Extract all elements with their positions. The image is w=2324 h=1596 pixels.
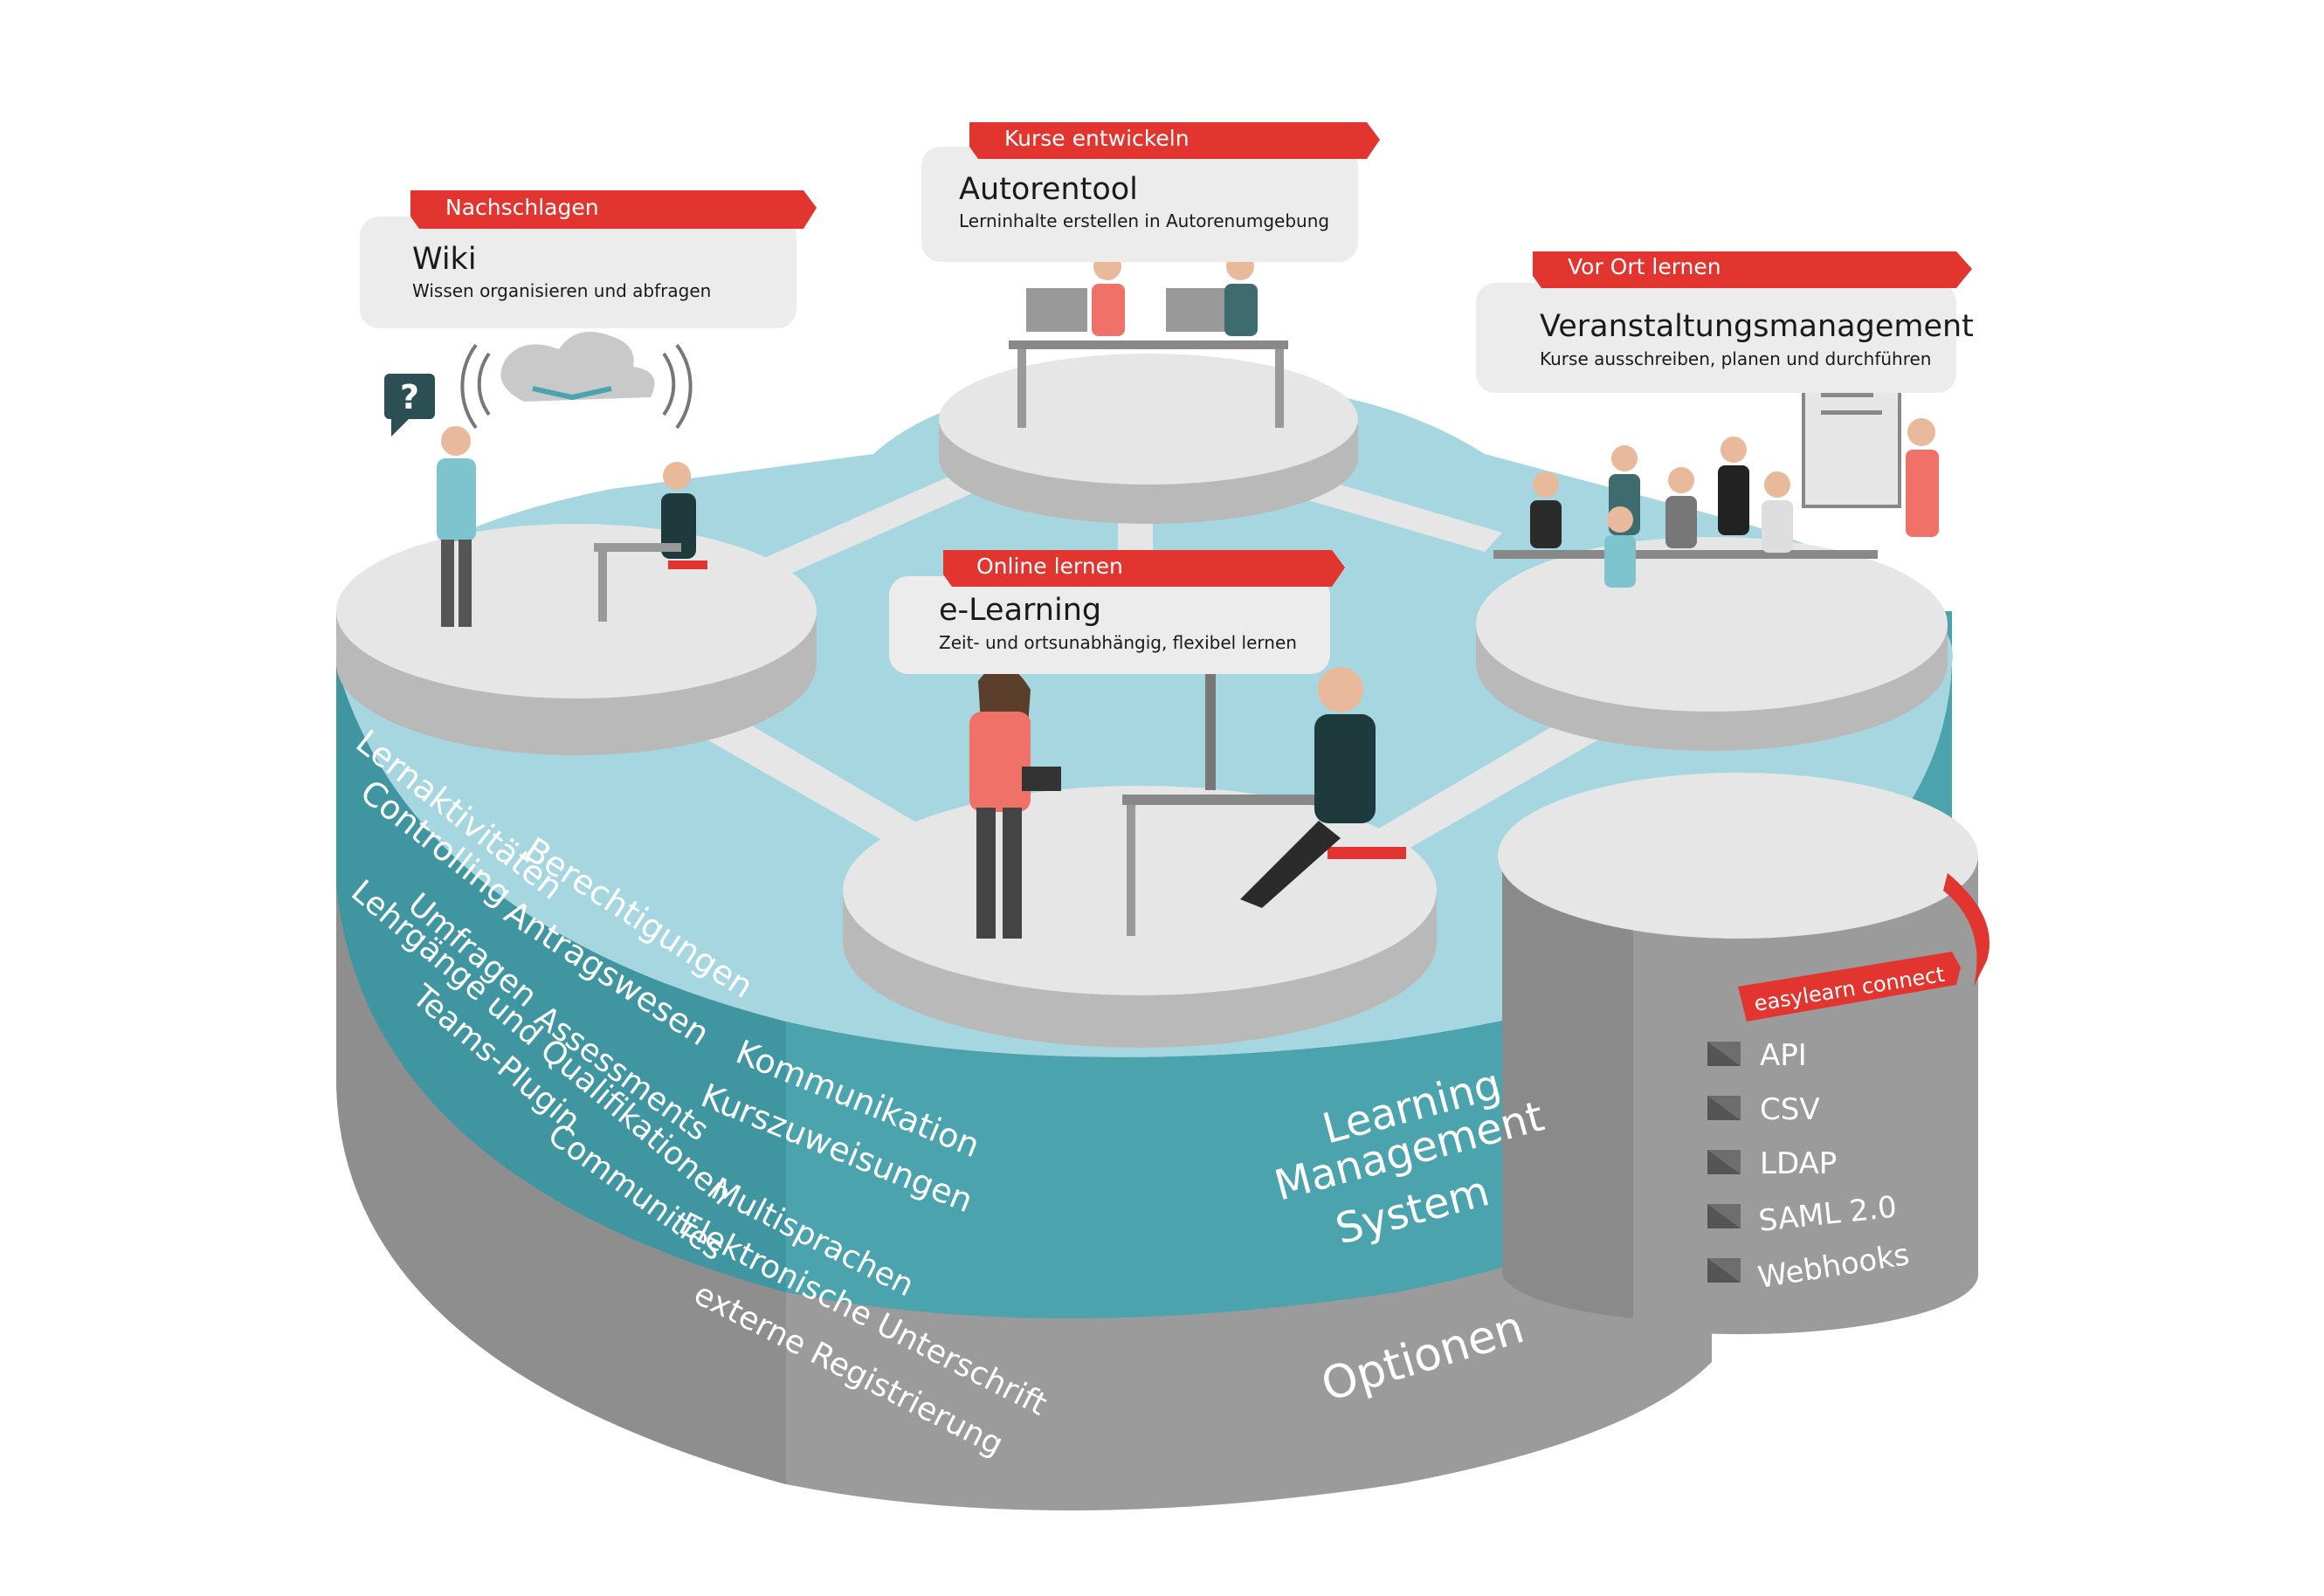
module-card-authoring: Kurse entwickeln Autorentool Lerninhalte… [921, 122, 1380, 262]
module-card-elearning: Online lernen e-Learning Zeit- und ortsu… [889, 550, 1345, 674]
module-card-events: Vor Ort lernen Veranstaltungsmanagement … [1476, 251, 1974, 393]
tag-kurse-entwickeln: Kurse entwickeln [1004, 126, 1190, 151]
authoring-desk-icon [1009, 252, 1288, 428]
events-title: Veranstaltungsmanagement [1540, 309, 1974, 344]
tag-nachschlagen: Nachschlagen [445, 195, 599, 220]
events-subtitle: Kurse ausschreiben, planen und durchführ… [1540, 348, 1932, 369]
wiki-subtitle: Wissen organisieren und abfragen [412, 280, 711, 301]
connect-item-label: API [1760, 1038, 1807, 1073]
connect-item-ldap: LDAP [1707, 1146, 1837, 1181]
elearning-subtitle: Zeit- und ortsunabhängig, flexibel lerne… [939, 632, 1297, 653]
connect-item-api: API [1707, 1038, 1807, 1073]
elearning-people-icon [969, 665, 1406, 939]
platform-authoring [939, 354, 1358, 524]
cloud-book-icon [460, 332, 693, 430]
lms-band-left [336, 664, 786, 1292]
person-phone-icon [437, 426, 476, 627]
connect-item-label: CSV [1760, 1092, 1820, 1127]
authoring-subtitle: Lerninhalte erstellen in Autorenumgebung [959, 210, 1329, 231]
platform-wiki [336, 524, 817, 755]
module-card-wiki: Nachschlagen Wiki Wissen organisieren un… [360, 190, 817, 328]
person-laptop-icon [594, 462, 707, 622]
platform-events [1476, 537, 1948, 751]
tag-online-lernen: Online lernen [976, 554, 1123, 579]
connect-cylinder [1498, 773, 1990, 1335]
tag-vor-ort-lernen: Vor Ort lernen [1568, 254, 1721, 279]
options-base-shade [336, 886, 786, 1484]
wiki-title: Wiki [412, 242, 477, 277]
platform-elearning [843, 786, 1437, 1048]
events-group-icon [1493, 374, 1939, 588]
connect-item-csv: CSV [1707, 1092, 1820, 1127]
help-symbol: ? [400, 378, 419, 416]
elearning-title: e-Learning [939, 593, 1101, 628]
help-bubble-icon: ? [384, 374, 435, 437]
connect-item-label: LDAP [1760, 1146, 1837, 1181]
authoring-title: Autorentool [959, 172, 1138, 207]
